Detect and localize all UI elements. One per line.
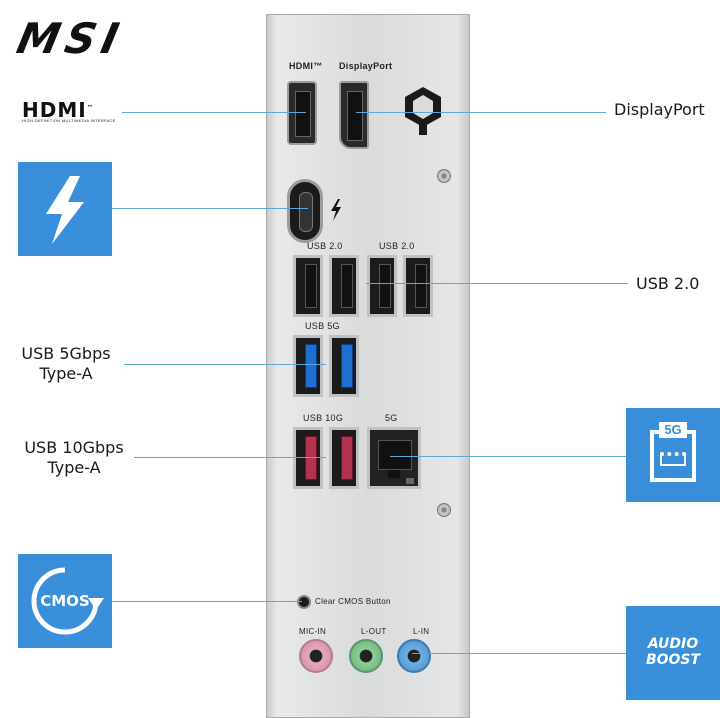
mic-in-jack [299, 639, 333, 673]
clear-cmos-button[interactable] [297, 595, 311, 609]
msi-logo: MSI [12, 14, 129, 63]
panel-usb20-left-label: USB 2.0 [307, 241, 343, 251]
usb20-port [329, 255, 359, 317]
audio-boost-tile: AUDIO BOOST [626, 606, 720, 700]
audio-boost-line1: AUDIO [647, 636, 699, 652]
usb10g-callout-line [134, 457, 326, 458]
thunderbolt-port [287, 179, 323, 243]
panel-lan-label: 5G [385, 413, 398, 423]
audio-boost-line2: BOOST [645, 652, 701, 668]
l-out-label: L-OUT [361, 627, 387, 636]
mic-in-label: MIC-IN [299, 627, 327, 636]
thunderbolt-icon [46, 176, 84, 244]
usb20-callout-label: USB 2.0 [636, 274, 700, 293]
displayport-port [339, 81, 369, 149]
clear-cmos-label: Clear CMOS Button [315, 597, 391, 606]
panel-screw-top [437, 169, 451, 183]
displayport-callout-line [356, 112, 606, 113]
panel-usb20-right-label: USB 2.0 [379, 241, 415, 251]
usb5g-port [329, 335, 359, 397]
hdmi-logo: HDMI™ [22, 98, 94, 122]
usb20-callout-line [366, 283, 628, 284]
panel-displayport-label: DisplayPort [339, 61, 393, 71]
cmos-callout-line [112, 601, 302, 602]
thunderbolt-callout-line [112, 208, 308, 209]
usb5g-callout-label: USB 5Gbps Type-A [16, 344, 116, 384]
wifi-antenna-icon [405, 87, 441, 135]
displayport-callout-label: DisplayPort [614, 100, 705, 119]
thunderbolt-tile [18, 162, 112, 256]
usb5g-callout-line1: USB 5Gbps [21, 344, 111, 363]
usb20-port [367, 255, 397, 317]
usb20-port [293, 255, 323, 317]
usb10g-port [329, 427, 359, 489]
usb5g-port [293, 335, 323, 397]
panel-usb5g-label: USB 5G [305, 321, 340, 331]
usb10g-port [293, 427, 323, 489]
l-in-label: L-IN [413, 627, 430, 636]
lan-callout-line [390, 456, 626, 457]
hdmi-callout-line [122, 112, 306, 113]
thunderbolt-port-icon [331, 199, 341, 221]
cmos-tile: CMOS [18, 554, 112, 648]
lan-tile: 5G [626, 408, 720, 502]
panel-usb10g-label: USB 10G [303, 413, 344, 423]
l-out-jack [349, 639, 383, 673]
cmos-text: CMOS [40, 592, 90, 610]
io-shield-panel: HDMI™ DisplayPort USB 2.0 USB 2.0 USB 5G… [266, 14, 470, 718]
hdmi-tagline: HIGH-DEFINITION MULTIMEDIA INTERFACE [22, 118, 116, 123]
audio-boost-icon: AUDIO BOOST [626, 636, 720, 668]
panel-screw-mid [437, 503, 451, 517]
usb10g-callout-label: USB 10Gbps Type-A [14, 438, 134, 478]
usb20-port [403, 255, 433, 317]
l-in-jack [397, 639, 431, 673]
lan-badge: 5G [659, 422, 687, 438]
usb10g-callout-line2: Type-A [47, 458, 101, 477]
lan-port [367, 427, 421, 489]
usb5g-callout-line2: Type-A [39, 364, 93, 383]
cmos-reset-icon [31, 567, 104, 635]
panel-hdmi-label: HDMI™ [289, 61, 323, 71]
audio-callout-line [412, 653, 626, 654]
hdmi-port [287, 81, 317, 145]
usb5g-callout-line [124, 364, 326, 365]
usb10g-callout-line1: USB 10Gbps [24, 438, 124, 457]
